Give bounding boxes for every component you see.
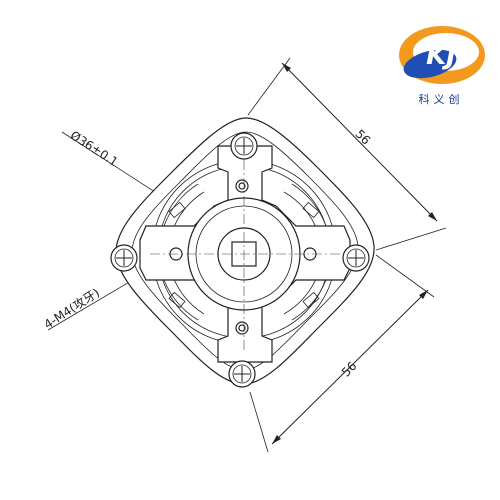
screw-left [110, 244, 138, 272]
company-logo: KJ 科义创 [399, 26, 485, 106]
thread-label: 4-M4(攻牙) [41, 286, 102, 332]
diameter-label: Ø36±0.1 [68, 128, 121, 169]
logo-blue-swoosh [403, 49, 457, 79]
logo-letters: KJ [426, 41, 456, 71]
screw-top [230, 132, 258, 160]
screw-right [342, 244, 370, 272]
screw-bottom [228, 360, 256, 388]
dim-bottom-right-label: 56 [339, 359, 360, 380]
dim-top-right-label: 56 [352, 127, 373, 148]
center-lines [150, 160, 340, 350]
logo-company-name: 科义创 [419, 92, 464, 106]
